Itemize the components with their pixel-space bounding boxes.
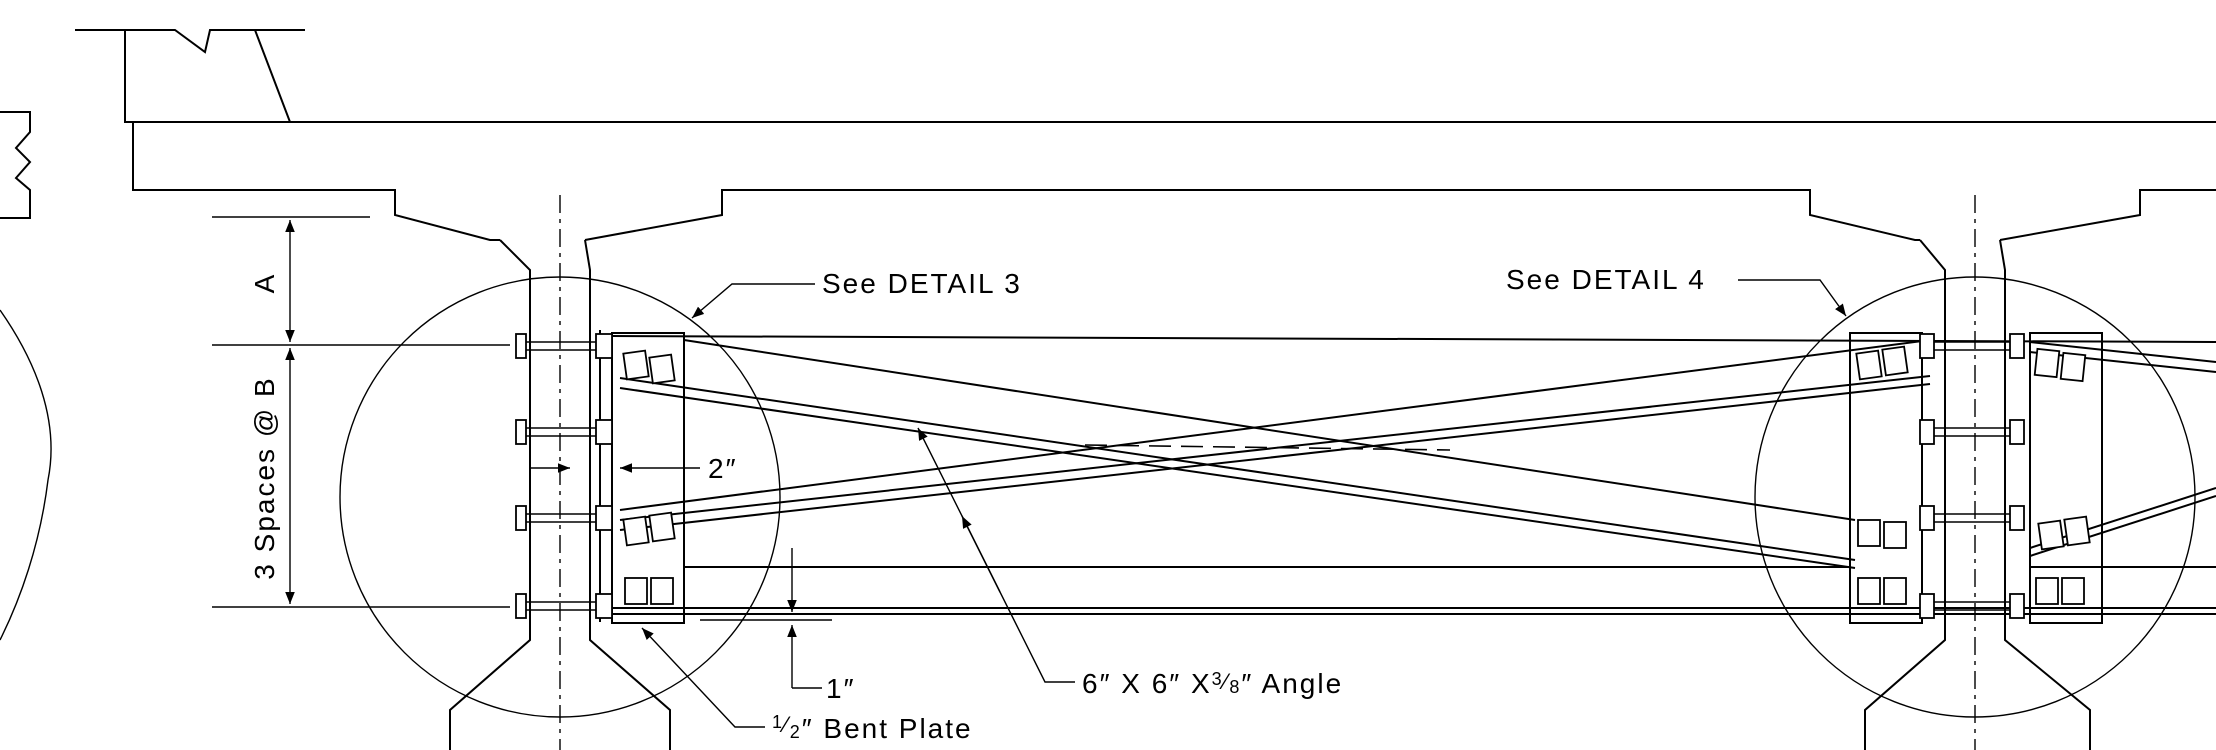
right-gusset-plate	[1849, 332, 1923, 624]
two-inch-label: 2″	[708, 453, 737, 484]
cross-frame-members	[600, 335, 2216, 615]
left-girder	[449, 195, 671, 750]
left-gusset-plate	[611, 332, 685, 624]
detail-3-circle	[339, 276, 781, 718]
dimension-spaces-label: 3 Spaces @ B	[249, 376, 280, 579]
bent-plate-leader	[641, 627, 765, 728]
bent-plate-label: 1⁄2″ Bent Plate	[772, 712, 973, 744]
detail-4-label: See DETAIL 4	[1506, 264, 1706, 295]
partial-detail-circle	[0, 309, 52, 641]
detail-3-leader	[691, 283, 815, 319]
detail-4-circle	[1754, 276, 2196, 718]
one-inch-label: 1″	[826, 673, 855, 704]
angle-leader	[917, 427, 1075, 683]
concrete-deck	[0, 29, 2216, 241]
right-gusset-plate-outer	[2029, 332, 2103, 624]
dimension-a-label: A	[249, 273, 280, 294]
detail-4-leader	[1738, 279, 1847, 317]
angle-label: 6″ X 6″ X3⁄8″ Angle	[1082, 668, 1343, 699]
right-girder	[1864, 195, 2091, 750]
detail-3-label: See DETAIL 3	[822, 268, 1022, 299]
right-bolt-group	[1855, 333, 2091, 619]
vertical-dimensions	[212, 216, 510, 608]
left-bolt-group	[515, 333, 676, 619]
one-inch-dimension	[700, 548, 832, 689]
